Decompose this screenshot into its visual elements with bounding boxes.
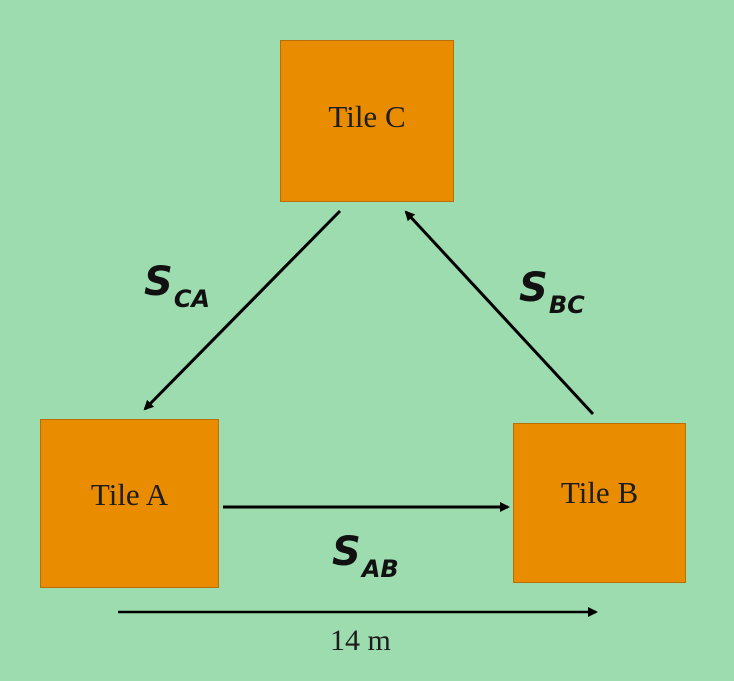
tile-c-label: Tile C (328, 99, 406, 134)
edge-bc-symbol: S (519, 265, 548, 311)
edge-label-bc: SBC (519, 265, 585, 317)
arrow-c-to-a (143, 209, 342, 411)
edge-ab-symbol: S (332, 529, 361, 575)
edge-label-ab: SAB (332, 529, 399, 581)
dimension-label: 14 m (330, 624, 391, 657)
edge-ca-symbol: S (144, 259, 173, 305)
edge-ab-subscript: AB (361, 555, 399, 583)
tile-a-label: Tile A (90, 476, 169, 512)
tile-b-label: Tile B (560, 475, 639, 510)
tile-a: Tile A (40, 419, 219, 588)
edge-label-ca: SCA (144, 259, 210, 311)
edge-ca-subscript: CA (173, 285, 210, 313)
arrow-b-to-c (404, 210, 595, 416)
edge-bc-subscript: BC (548, 291, 585, 319)
tile-b: Tile B (513, 423, 686, 583)
tile-c: Tile C (280, 40, 454, 202)
